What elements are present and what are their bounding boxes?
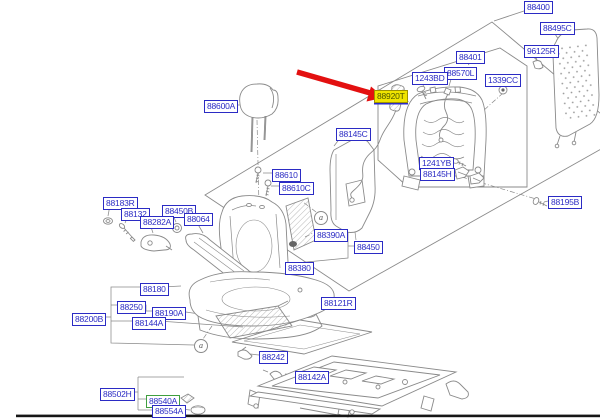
bolt-88610-drawing — [254, 166, 272, 197]
grommet-1339CC-drawing — [498, 85, 508, 95]
outer-panel-outline — [204, 21, 600, 292]
part-label-1243BD[interactable]: 1243BD — [412, 72, 448, 85]
panel-outlines — [204, 9, 600, 292]
back-heater-mat-drawing — [285, 197, 317, 251]
handle-88282A-drawing — [140, 234, 173, 252]
part-label-88554A[interactable]: 88554A — [152, 405, 187, 418]
screw-88195B-drawing — [532, 197, 548, 207]
bracket-88145H-drawing — [454, 166, 485, 185]
part-label-88200B[interactable]: 88200B — [72, 313, 107, 326]
headrest-drawing — [239, 83, 279, 153]
backboard-88495C-drawing — [552, 28, 600, 149]
part-label-88610C[interactable]: 88610C — [279, 182, 314, 195]
part-label-88195B[interactable]: 88195B — [548, 196, 583, 209]
part-label-88250[interactable]: 88250 — [117, 301, 146, 314]
cushion-pad-drawing — [231, 319, 373, 355]
part-label-96125R[interactable]: 96125R — [524, 45, 559, 58]
lumbar-wire — [350, 109, 397, 199]
pad-88554A-drawing — [190, 405, 206, 415]
part-label-88145H[interactable]: 88145H — [420, 168, 455, 181]
part-label-88282A[interactable]: 88282A — [140, 216, 175, 229]
headrest-posts — [250, 115, 267, 153]
part-label-88390A[interactable]: 88390A — [314, 229, 349, 242]
part-label-88121R[interactable]: 88121R — [321, 297, 356, 310]
clip-88242-drawing — [237, 346, 253, 360]
part-label-88064[interactable]: 88064 — [184, 213, 213, 226]
part-label-88190A[interactable]: 88190A — [152, 307, 187, 320]
bracket-88200B — [99, 286, 195, 346]
pad-88540A-drawing — [180, 393, 195, 404]
seat-track-drawing — [247, 355, 469, 418]
part-label-1339CC[interactable]: 1339CC — [485, 74, 521, 87]
seatback-cover-drawing — [329, 137, 376, 241]
panel-to-88400-leader — [493, 9, 528, 22]
washer-88183R-drawing — [103, 217, 113, 225]
part-label-88142A[interactable]: 88142A — [295, 371, 330, 384]
harness-88570L-drawing — [438, 87, 452, 143]
part-label-88920T[interactable]: 88920T — [374, 90, 408, 103]
part-label-88144A[interactable]: 88144A — [132, 317, 167, 330]
part-label-88183R[interactable]: 88183R — [103, 197, 138, 210]
highlight-arrow — [296, 69, 384, 102]
bottom-border-line — [16, 414, 600, 418]
seatback-frame-drawing — [401, 86, 487, 191]
part-label-88610[interactable]: 88610 — [272, 169, 301, 182]
part-label-88380[interactable]: 88380 — [285, 262, 314, 275]
cushion-heater-mat-drawing — [215, 300, 293, 339]
part-label-88242[interactable]: 88242 — [259, 351, 288, 364]
clip-96125R-drawing — [532, 60, 544, 70]
part-label-88400[interactable]: 88400 — [524, 1, 553, 14]
part-label-88401[interactable]: 88401 — [456, 51, 485, 64]
view-marker-2: a — [194, 339, 208, 353]
part-label-88502H[interactable]: 88502H — [100, 388, 135, 401]
part-label-88570L[interactable]: 88570L — [444, 67, 478, 80]
inner-panel-outline — [377, 47, 528, 188]
bolt-88132-drawing — [118, 223, 136, 243]
screw-1243BD-drawing — [416, 85, 428, 100]
part-label-88495C[interactable]: 88495C — [540, 22, 575, 35]
part-label-88180[interactable]: 88180 — [140, 283, 169, 296]
view-marker-1: a — [314, 211, 328, 225]
part-label-88600A[interactable]: 88600A — [204, 100, 239, 113]
part-label-88450[interactable]: 88450 — [354, 241, 383, 254]
part-label-88145C[interactable]: 88145C — [336, 128, 371, 141]
